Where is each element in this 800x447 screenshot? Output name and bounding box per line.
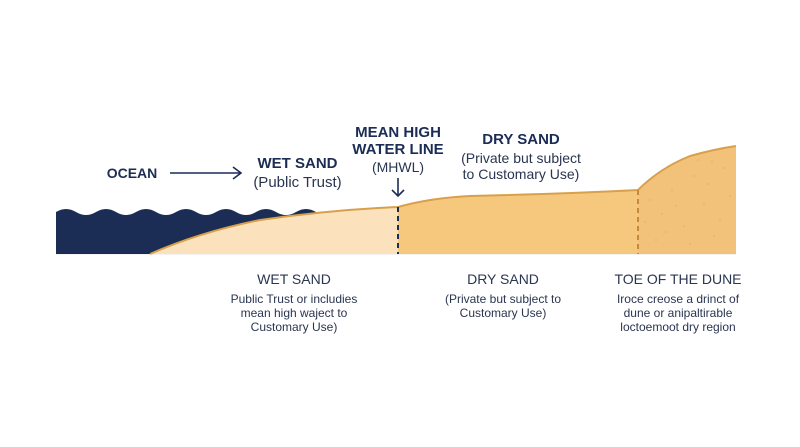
toe-of-dune-bottom-line3: loctoemoot dry region: [620, 320, 736, 334]
dry-sand-bottom-line1: (Private but subject to: [444, 292, 562, 306]
sand-profile-outline: [149, 145, 737, 255]
dry-sand-bottom-title: DRY SAND: [467, 271, 539, 287]
wet-sand-bottom-title: WET SAND: [257, 271, 331, 287]
dry-sand-top-subtitle-line1: (Private but subject: [461, 150, 581, 166]
mhwl-subtitle: (MHWL): [371, 159, 425, 175]
dry-sand-bottom-line2: Customary Use): [459, 306, 547, 320]
toe-of-dune-bottom-line2: dune or anipaltirable: [623, 306, 733, 320]
wet-sand-area: [150, 207, 398, 254]
wet-sand-bottom-line2: mean high wajeсt to: [240, 306, 348, 320]
wet-sand-bottom-line1: Public Trust or includies: [230, 292, 358, 306]
dry-sand-top-subtitle-line2: to Customary Use): [462, 166, 580, 182]
dune-texture: [644, 159, 731, 245]
mhwl-down-arrow-icon: [391, 178, 405, 198]
ocean-arrow-icon: [170, 166, 243, 180]
dry-sand-area: [398, 190, 638, 254]
wet-sand-top-title: WET SAND: [257, 155, 338, 172]
mhwl-title-line1: MEAN HIGH: [355, 124, 441, 141]
wet-sand-bottom-line3: Customary Use): [250, 320, 338, 334]
dune-area: [638, 146, 736, 254]
toe-of-dune-bottom-line1: Iroce creose a drinct of: [616, 292, 740, 306]
dry-sand-top-title: DRY SAND: [482, 131, 560, 148]
ocean-label: OCEAN: [106, 165, 158, 181]
mhwl-title-line2: WATER LINE: [352, 141, 444, 158]
toe-of-dune-bottom-title: TOE OF THE DUNE: [614, 271, 742, 287]
wet-sand-top-subtitle: (Public Trust): [253, 174, 342, 191]
